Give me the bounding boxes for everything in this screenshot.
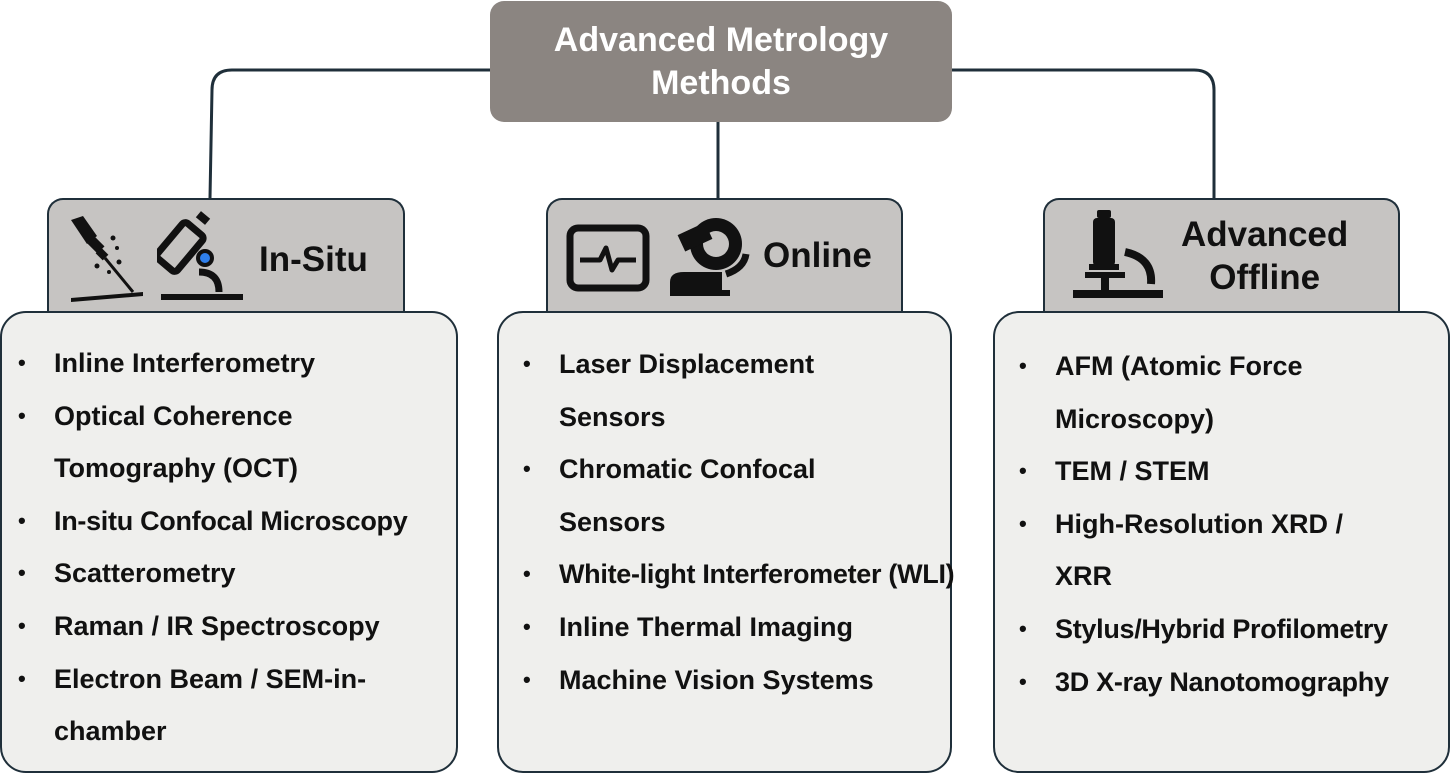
connector-left — [208, 68, 490, 199]
list-item: • Raman / IR Spectroscopy — [18, 600, 458, 653]
list-item: • White-light Interferometer (WLI) — [523, 548, 959, 601]
in-situ-title: In-Situ — [259, 240, 368, 279]
list-item: • In-situ Confocal Microscopy — [18, 495, 458, 548]
bullet-icon: • — [18, 350, 26, 375]
list-item: • Scatterometry — [18, 547, 458, 600]
bullet-icon: • — [1019, 458, 1027, 484]
bullet-icon: • — [18, 612, 26, 638]
item-text: 3D X-ray Nanotomography — [1055, 666, 1389, 697]
bullet-icon: • — [18, 507, 26, 533]
item-text: Optical Coherence Tomography (OCT) — [54, 400, 298, 484]
root-title-line1: Advanced Metrology — [553, 20, 889, 59]
item-text: Stylus/Hybrid Profilometry — [1055, 613, 1388, 644]
item-text: Laser Displacement Sensors — [559, 349, 815, 432]
item-text: White-light Interferometer (WLI) — [559, 559, 955, 590]
inspection-camera-icon — [670, 218, 750, 296]
list-item: • Chromatic Confocal Sensors — [523, 443, 859, 548]
bullet-icon: • — [18, 560, 26, 586]
lab-microscope-icon — [1073, 210, 1163, 298]
item-text: Electron Beam / SEM-in-chamber — [54, 663, 367, 747]
item-text: In-situ Confocal Microscopy — [54, 505, 408, 536]
online-title: Online — [763, 236, 872, 275]
connector-right — [952, 68, 1216, 198]
bullet-icon: • — [18, 402, 26, 428]
in-situ-header: In-Situ — [47, 198, 405, 312]
item-text: Inline Interferometry — [54, 348, 316, 378]
list-item: • TEM / STEM — [1019, 445, 1449, 498]
list-item: • Laser Displacement Sensors — [523, 338, 859, 443]
advanced-offline-header: Advanced Offline — [1043, 198, 1400, 312]
list-item: • Inline Thermal Imaging — [523, 601, 953, 654]
advanced-offline-title: Advanced Offline — [1181, 213, 1348, 299]
bullet-icon: • — [523, 456, 531, 482]
microscope-icon — [157, 211, 243, 300]
list-item: • AFM (Atomic Force Microscopy) — [1019, 340, 1355, 445]
in-situ-list: • Inline Interferometry • Optical Coherenc… — [0, 311, 458, 773]
list-item: • Optical Coherence Tomography (OCT) — [18, 390, 354, 495]
item-text: Scatterometry — [54, 558, 236, 589]
bullet-icon: • — [18, 665, 26, 691]
list-item: • High-Resolution XRD / XRR — [1019, 498, 1405, 603]
laser-probe-icon — [71, 216, 143, 302]
root-node: Advanced Metrology Methods — [490, 1, 952, 122]
item-text: Chromatic Confocal Sensors — [559, 454, 816, 537]
root-title-line2: Methods — [651, 63, 791, 102]
advanced-offline-title-line1: Advanced — [1181, 215, 1349, 254]
list-item: • Electron Beam / SEM-in-chamber — [18, 653, 434, 758]
item-text: Machine Vision Systems — [559, 664, 874, 695]
list-item: • 3D X-ray Nanotomography — [1019, 656, 1449, 709]
bullet-icon: • — [1019, 615, 1027, 641]
advanced-offline-list: • AFM (Atomic Force Microscopy) • TEM / ST… — [993, 311, 1450, 773]
bullet-icon: • — [523, 351, 531, 376]
bullet-icon: • — [523, 561, 531, 587]
advanced-offline-title-line2: Offline — [1209, 258, 1321, 297]
bullet-icon: • — [523, 613, 531, 639]
item-text: TEM / STEM — [1055, 456, 1210, 487]
list-item: • Inline Interferometry — [18, 337, 458, 390]
item-text: Inline Thermal Imaging — [559, 611, 854, 642]
online-header: Online — [546, 198, 903, 312]
item-text: AFM (Atomic Force Microscopy) — [1055, 351, 1303, 434]
bullet-icon: • — [1019, 510, 1027, 536]
bullet-icon: • — [1019, 668, 1027, 694]
item-text: High-Resolution XRD / XRR — [1055, 508, 1343, 592]
list-item: • Stylus/Hybrid Profilometry — [1019, 603, 1449, 656]
bullet-icon: • — [1019, 353, 1027, 378]
bullet-icon: • — [523, 666, 531, 692]
list-item: • Machine Vision Systems — [523, 654, 953, 707]
item-text: Raman / IR Spectroscopy — [54, 610, 380, 641]
online-list: • Laser Displacement Sensors • Chromatic C… — [497, 311, 955, 773]
monitor-waveform-icon — [566, 224, 650, 292]
